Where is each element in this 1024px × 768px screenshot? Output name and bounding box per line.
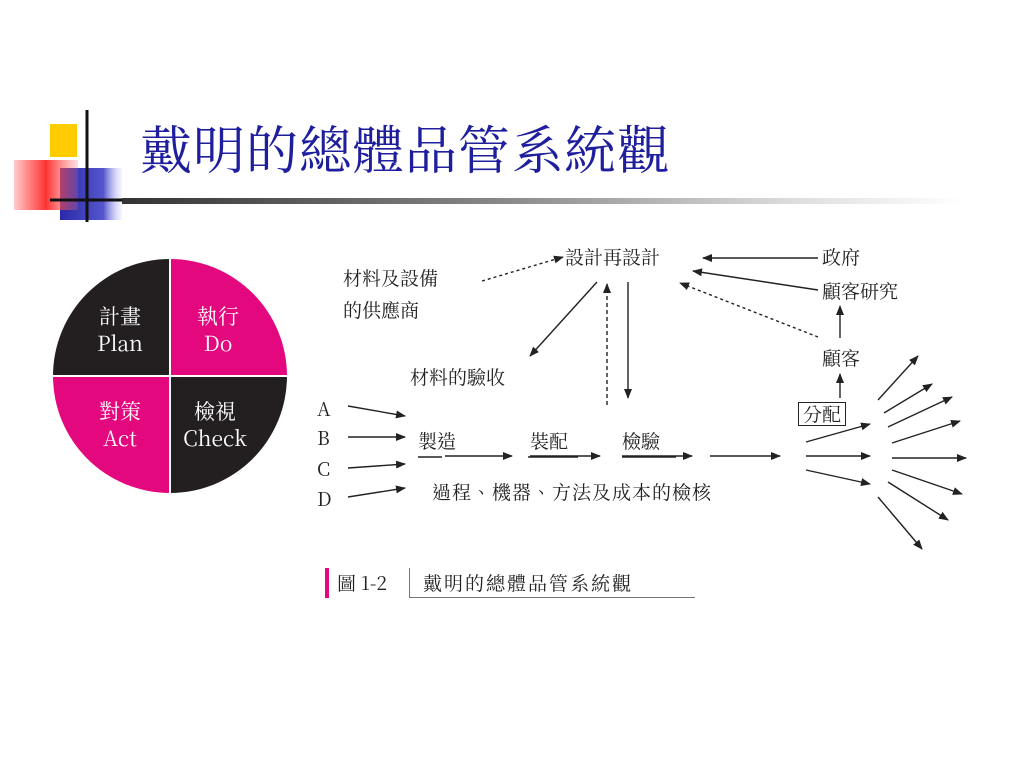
assembly-label: 裝配 [530,427,569,454]
input-d-label: D [317,485,332,512]
design-label: 設計再設計 [565,243,661,270]
audit-label: 過程、機器、方法及成本的檢核 [432,478,713,505]
input-a-arrow [347,405,406,419]
pdca-act-zh: 對策 [99,396,141,426]
fan-arrow-1 [877,355,919,401]
caption-text: 戴明的總體品管系統觀 [423,569,634,596]
pdca-do-zh: 執行 [197,301,239,331]
testing-label: 檢驗 [622,427,661,454]
pdca-check-quadrant [170,376,287,493]
supplier-line-1: 材料及設備 [343,264,439,291]
pdca-plan-quadrant [53,259,170,376]
fan-arrow-8 [877,496,923,550]
caption-bottom-rule [409,597,695,598]
supplier-label: 材料及設備 的供應商 [343,262,438,326]
pdca-check-en: Check [183,423,247,453]
corner-shapes [14,110,150,222]
manufacturing-label: 製造 [418,427,457,454]
input-c-label: C [317,455,331,482]
pdca-act-en: Act [103,423,137,453]
input-a-label: A [317,395,331,422]
pdca-act-quadrant [53,376,170,493]
corner-decoration [0,0,150,230]
input-d-arrow [347,485,406,498]
fan-arrow-4 [891,419,961,444]
supplier-line-2: 的供應商 [343,296,420,323]
fan-arrow-6 [891,469,963,495]
inspection-label: 材料的驗收 [410,363,506,390]
pdca-do-label: 執行 Do [182,303,254,357]
gov-label: 政府 [822,243,861,270]
caption-number: 圖 1-2 [337,569,387,596]
title-underline [122,198,962,204]
slide-title: 戴明的總體品管系統觀 [140,109,671,184]
yellow-square [50,124,77,157]
research-label: 顧客研究 [822,277,899,304]
research-to-design-arrow [692,268,819,291]
pdca-do-quadrant [170,259,287,376]
input-c-arrow [347,460,406,469]
pdca-do-en: Do [203,328,233,358]
pdca-check-zh: 檢視 [194,396,236,426]
caption-bar [325,568,329,598]
pdca-circle [53,259,287,493]
flow-to-distribution-arrow-3 [805,469,871,486]
fan-arrow-3 [887,396,953,428]
input-b-label: B [317,424,330,451]
pdca-plan-label: 計畫 Plan [84,303,156,357]
flow-to-distribution-arrow-1 [805,422,871,443]
pdca-check-label: 檢視 Check [170,398,260,452]
customer-label: 顧客 [822,344,861,371]
distribution-box: 分配 [798,402,847,426]
fan-arrow-7 [887,481,949,521]
supplier-to-design-arrow [481,255,564,282]
pdca-horizontal-divider [53,375,287,377]
customer-to-design-arrow [679,282,819,338]
figure-caption: 圖 1-2 戴明的總體品管系統觀 [325,568,695,598]
red-bar [14,160,78,210]
caption-divider [409,568,410,598]
pdca-act-label: 對策 Act [84,398,156,452]
pdca-plan-zh: 計畫 [99,301,141,331]
fan-arrow-2 [883,383,933,414]
pdca-plan-en: Plan [97,328,143,358]
design-to-inspection-arrow [529,281,598,357]
